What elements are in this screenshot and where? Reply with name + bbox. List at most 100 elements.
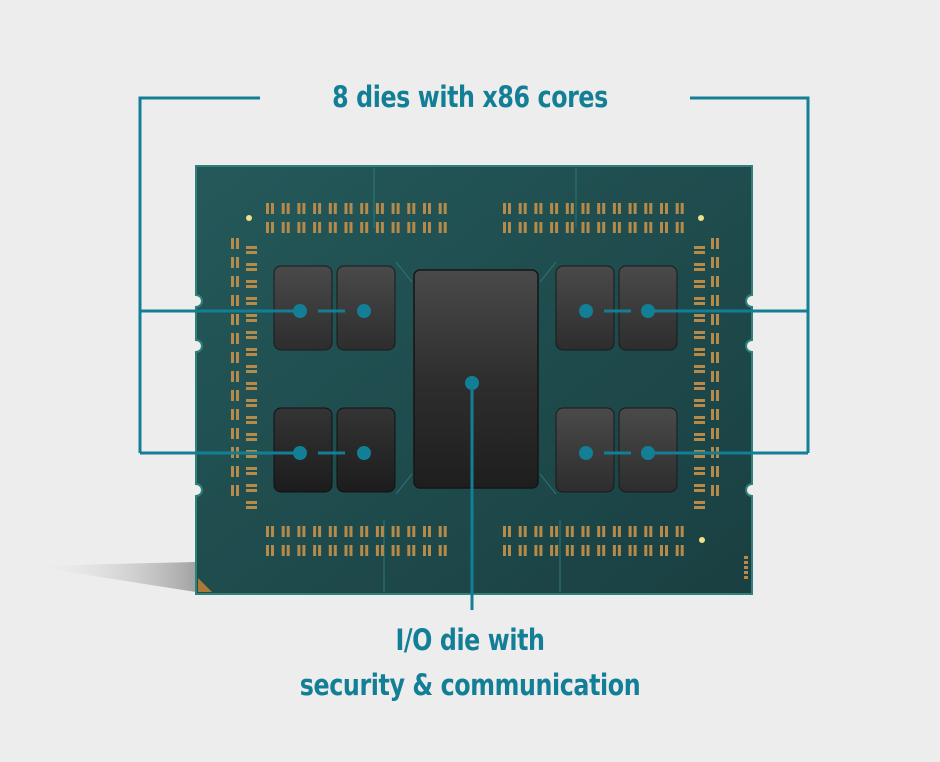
capacitor-pad [380, 526, 384, 537]
capacitor-pad [711, 257, 714, 268]
capacitor-pad [665, 222, 668, 233]
capacitor-pad [246, 438, 257, 441]
capacitor-pad [266, 545, 269, 556]
capacitor-pad [644, 526, 648, 537]
capacitor-pad [694, 285, 705, 288]
die-marker-dot [357, 304, 371, 318]
capacitor-pad [597, 203, 601, 214]
capacitor-pad [313, 203, 317, 214]
capacitor-pad [328, 222, 332, 233]
capacitor-pad [246, 506, 257, 509]
die-marker-dot [293, 446, 307, 460]
capacitor-pad [581, 203, 585, 214]
capacitor-pad [711, 371, 714, 382]
capacitor-pad [344, 545, 348, 556]
capacitor-pad [518, 203, 522, 214]
capacitor-pad [407, 526, 411, 537]
capacitor-pad [231, 390, 234, 401]
capacitor-pad [271, 545, 274, 556]
capacitor-pad [523, 203, 527, 214]
capacitor-pad [660, 526, 663, 537]
core-dies-label: 8 dies with x86 cores [332, 80, 608, 114]
capacitor-pad [231, 466, 234, 477]
die-marker-dot [357, 446, 371, 460]
capacitor-pad [628, 545, 632, 556]
capacitor-pad [523, 526, 527, 537]
capacitor-pad [443, 545, 447, 556]
capacitor-pad [231, 428, 234, 439]
io-die-label-line2: security & communication [299, 668, 641, 702]
capacitor-pad [246, 387, 257, 390]
capacitor-pad [246, 404, 257, 407]
capacitor-pad [236, 257, 239, 268]
capacitor-pad [570, 203, 574, 214]
capacitor-pad [660, 545, 663, 556]
capacitor-pad [744, 571, 748, 574]
capacitor-pad [266, 526, 269, 537]
capacitor-pad [644, 203, 648, 214]
capacitor-pad [365, 545, 369, 556]
capacitor-pad [503, 222, 506, 233]
capacitor-pad [246, 467, 257, 470]
capacitor-pad [550, 203, 554, 214]
capacitor-pad [438, 203, 442, 214]
capacitor-pad [675, 526, 679, 537]
capacitor-pad [344, 526, 348, 537]
capacitor-pad [286, 545, 290, 556]
capacitor-pad [246, 331, 257, 334]
capacitor-pad [396, 526, 400, 537]
capacitor-pad [716, 276, 719, 287]
capacitor-pad [412, 545, 416, 556]
capacitor-pad [716, 371, 719, 382]
capacitor-pad [581, 545, 585, 556]
capacitor-pad [407, 203, 411, 214]
capacitor-pad [231, 314, 234, 325]
capacitor-pad [391, 222, 395, 233]
capacitor-pad [555, 526, 559, 537]
capacitor-pad [375, 545, 379, 556]
capacitor-pad [602, 545, 606, 556]
capacitor-pad [617, 203, 621, 214]
capacitor-pad [313, 222, 317, 233]
capacitor-pad [534, 222, 538, 233]
capacitor-pad [680, 222, 684, 233]
capacitor-pad [391, 203, 395, 214]
capacitor-pad [565, 222, 569, 233]
capacitor-pad [694, 438, 705, 441]
capacitor-pad [675, 545, 679, 556]
io-die-label: I/O die with security & communication [85, 618, 856, 708]
capacitor-pad [523, 222, 527, 233]
capacitor-pad [628, 203, 632, 214]
capacitor-pad [694, 319, 705, 322]
capacitor-pad [555, 222, 559, 233]
capacitor-pad [539, 203, 543, 214]
capacitor-pad [423, 545, 426, 556]
capacitor-pad [246, 370, 257, 373]
capacitor-pad [550, 526, 554, 537]
capacitor-pad [246, 489, 257, 492]
capacitor-pad [694, 302, 705, 305]
capacitor-pad [597, 545, 601, 556]
capacitor-pad [680, 545, 684, 556]
capacitor-pad [360, 545, 364, 556]
capacitor-pad [711, 276, 714, 287]
capacitor-pad [711, 466, 714, 477]
capacitor-pad [694, 506, 705, 509]
capacitor-pad [660, 222, 663, 233]
capacitor-pad [349, 203, 353, 214]
capacitor-pad [665, 526, 668, 537]
capacitor-pad [271, 203, 274, 214]
capacitor-pad [694, 382, 705, 385]
capacitor-pad [333, 203, 337, 214]
capacitor-pad [711, 238, 714, 249]
capacitor-pad [281, 526, 285, 537]
capacitor-pad [328, 545, 332, 556]
capacitor-pad [716, 333, 719, 344]
capacitor-pad [333, 526, 337, 537]
capacitor-pad [297, 545, 301, 556]
capacitor-pad [246, 285, 257, 288]
capacitor-pad [380, 545, 384, 556]
capacitor-pad [443, 203, 447, 214]
capacitor-pad [360, 526, 364, 537]
